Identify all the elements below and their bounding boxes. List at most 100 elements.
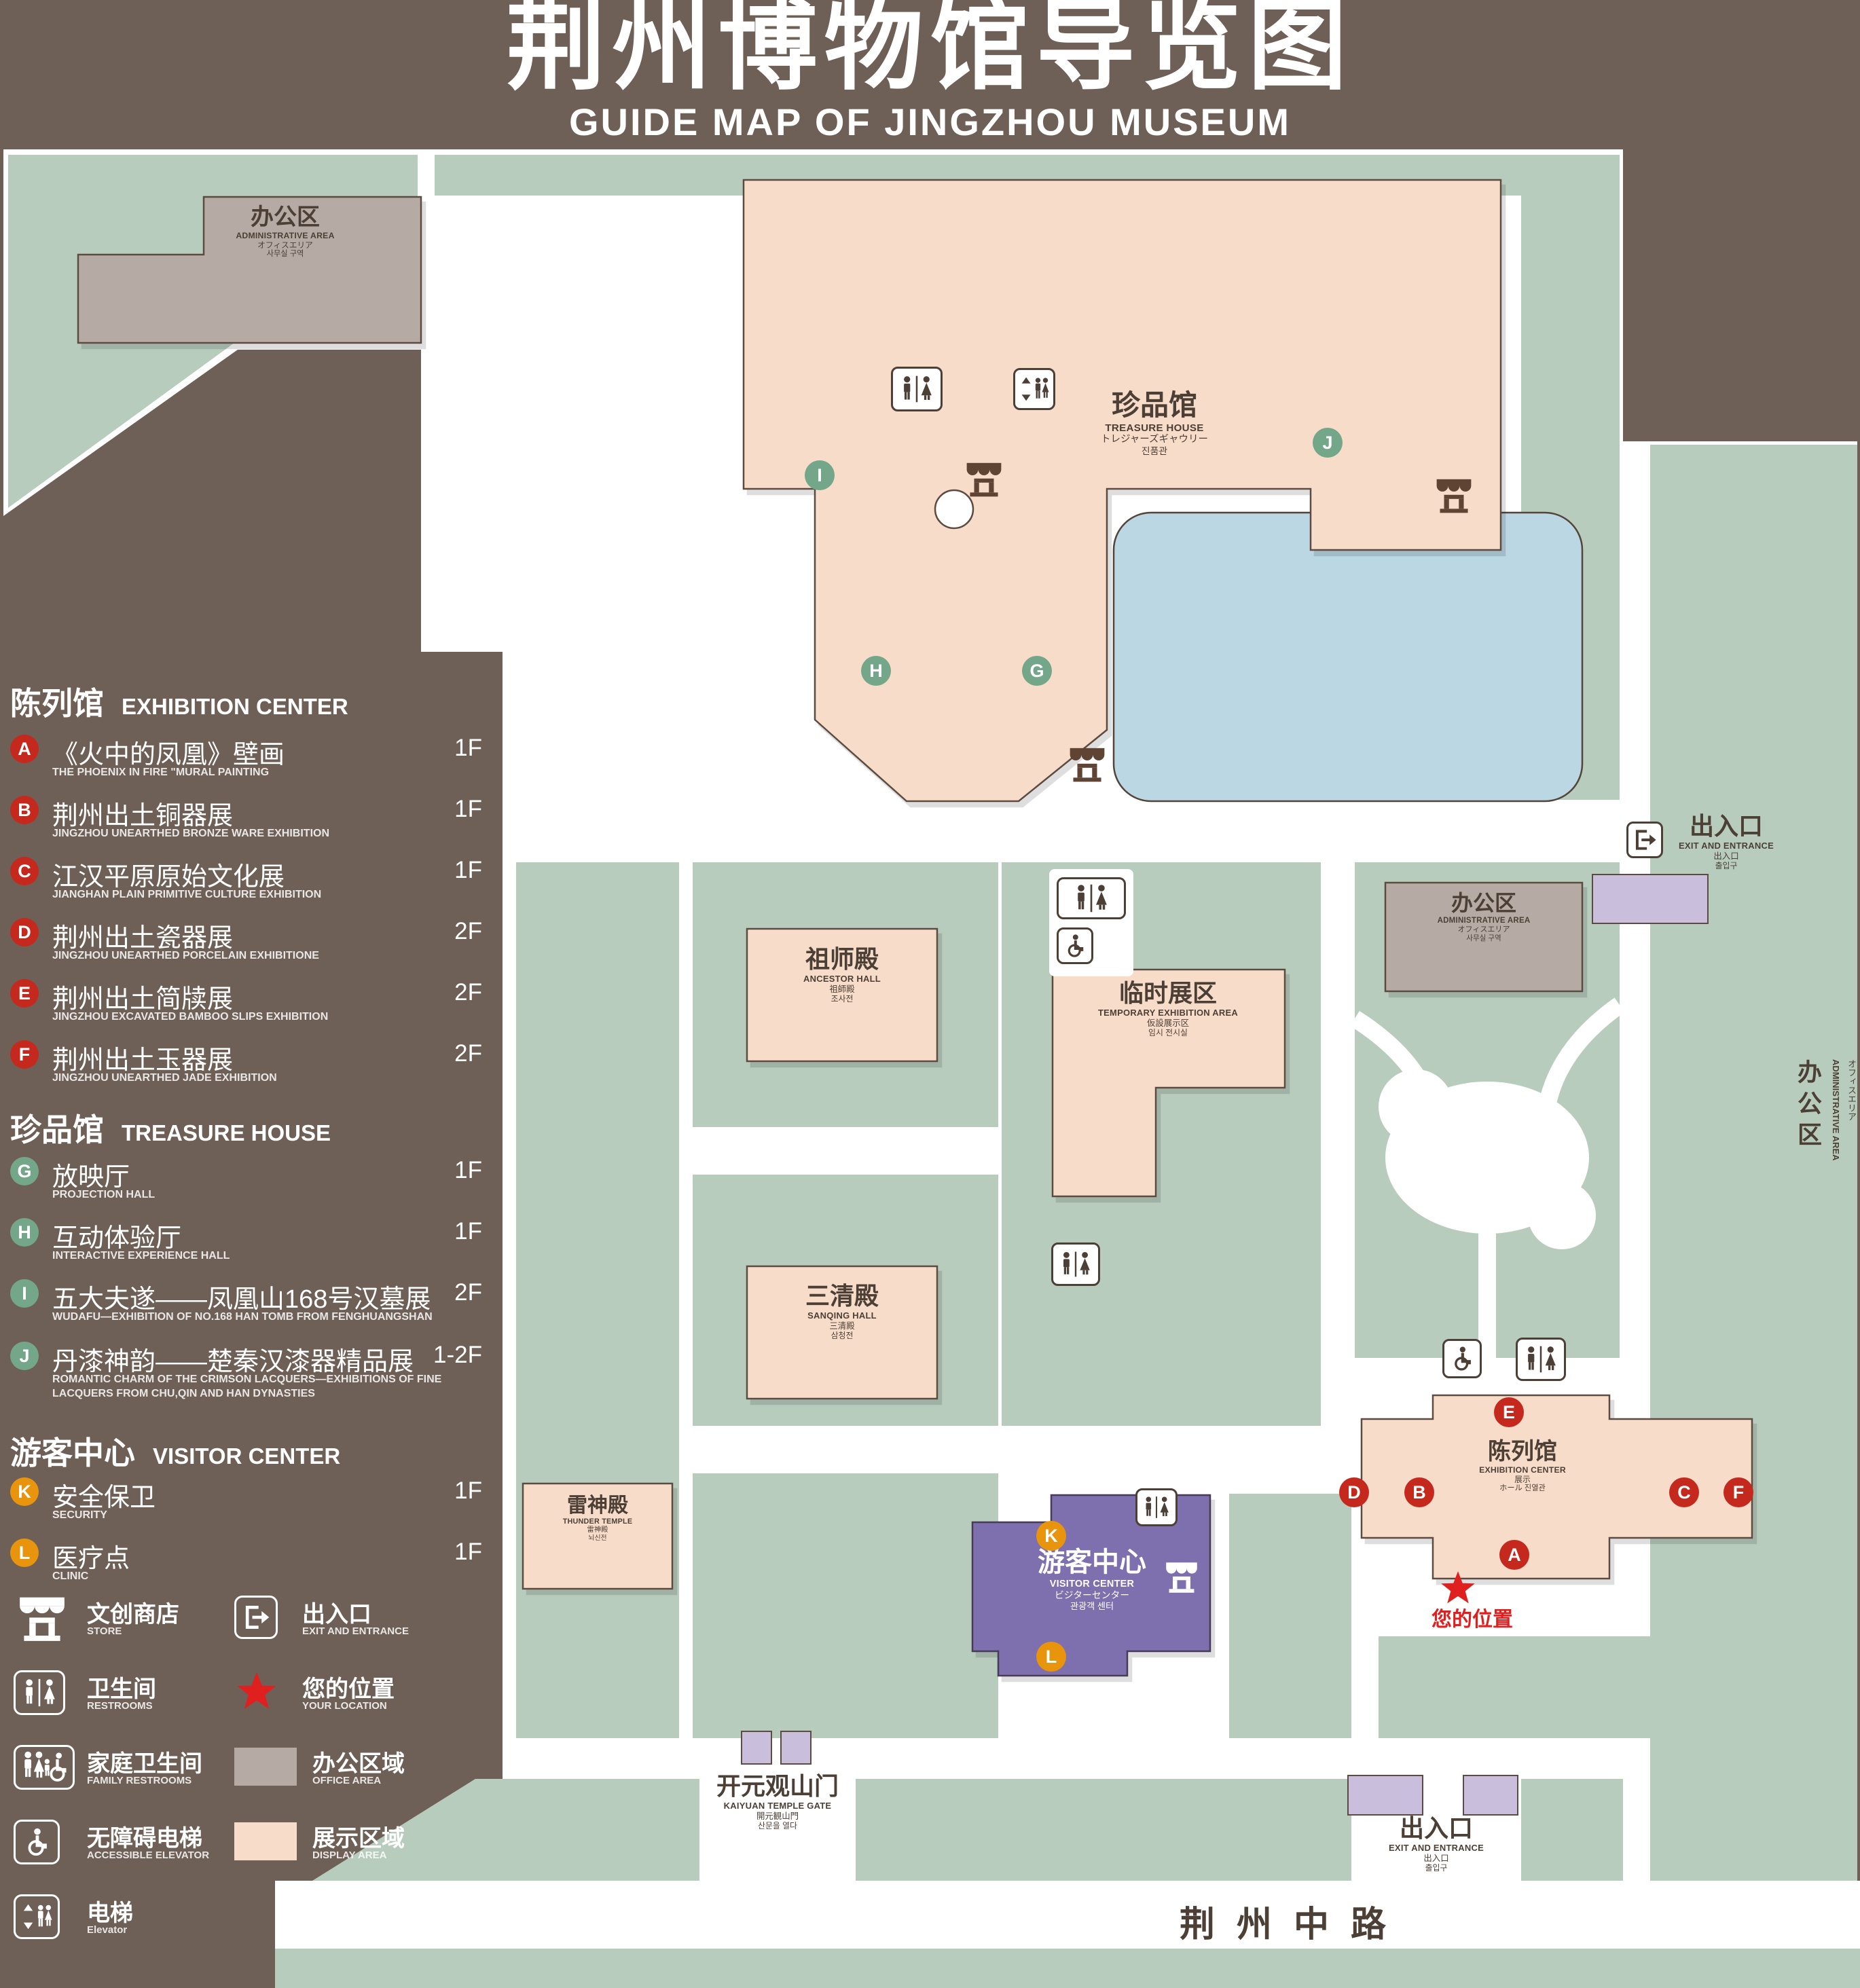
item-en: WUDAFU—EXHIBITION OF NO.168 HAN TOMB FRO…	[52, 1311, 433, 1323]
display-area-swatch	[234, 1822, 297, 1860]
map-marker-k: K	[1036, 1521, 1066, 1551]
map-marker-f: F	[1724, 1477, 1753, 1507]
label-sanqing-hall: 三清殿 SANQING HALL 三清殿 삼청전	[805, 1282, 879, 1341]
item-zh: 互动体验厅	[52, 1224, 182, 1253]
marker-g: G	[10, 1157, 39, 1185]
label-admin-east-vertical: 办公区 ADMINISTRATIVE AREA オフィスエリア 사무실 구역	[1794, 1059, 1857, 1161]
green-road-verge	[275, 1949, 1860, 1988]
marker-a: A	[10, 735, 39, 763]
item-zh: 荆州出土瓷器展	[52, 924, 234, 953]
legend-item-a: A 《火中的凤凰》壁画 1F THE PHOENIX IN FIRE "MURA…	[10, 735, 486, 792]
map-marker-j: J	[1313, 428, 1343, 458]
item-floor: 1F	[454, 857, 482, 883]
item-floor: 2F	[454, 1040, 482, 1067]
section-title-zh: 陈列馆	[10, 686, 104, 721]
store-icon	[1068, 746, 1107, 784]
item-floor: 2F	[454, 1279, 482, 1306]
office-area-swatch	[234, 1748, 297, 1786]
item-en: THE PHOENIX IN FIRE "MURAL PAINTING	[52, 767, 270, 778]
restroom-icon	[1057, 877, 1126, 919]
marker-k: K	[10, 1477, 39, 1506]
item-en: PROJECTION HALL	[52, 1189, 156, 1200]
item-floor: 1F	[454, 1157, 482, 1183]
label-treasure-house: 珍品馆 TREASURE HOUSE トレジャーズギャウリー 진품관	[1101, 389, 1208, 457]
map-marker-d: D	[1339, 1477, 1369, 1507]
thunder-temple-building	[522, 1482, 674, 1590]
label-visitor-center: 游客中心 VISITOR CENTER ビジターセンター 관광객 센터	[1038, 1547, 1146, 1612]
page-title: 荆州博物馆导览图 GUIDE MAP OF JINGZHOU MUSEUM	[0, 0, 1860, 144]
item-en: JINGZHOU UNEARTHED BRONZE WARE EXHIBITIO…	[52, 828, 330, 839]
legend-section-visitor-center: 游客中心 VISITOR CENTER	[10, 1429, 340, 1473]
store-icon	[16, 1594, 68, 1643]
marker-e: E	[10, 979, 39, 1008]
accessible-elevator-icon	[1442, 1339, 1482, 1378]
item-en: JINGZHOU UNEARTHED JADE EXHIBITION	[52, 1072, 277, 1084]
symbol-en: YOUR LOCATION	[302, 1700, 387, 1712]
store-icon	[964, 460, 1004, 498]
minor-buildings	[741, 874, 1709, 1816]
legend-item-e: E 荆州出土简牍展 2F JINGZHOU EXCAVATED BAMBOO S…	[10, 979, 486, 1036]
marker-i: I	[10, 1279, 39, 1308]
exhibition-center-building	[1360, 1394, 1753, 1580]
label-admin-central: 办公区 ADMINISTRATIVE AREA オフィスエリア 사무실 구역	[1437, 891, 1531, 943]
title-english: GUIDE MAP OF JINGZHOU MUSEUM	[568, 100, 1291, 143]
map-marker-i: I	[805, 460, 835, 490]
map-marker-g: G	[1022, 656, 1052, 686]
label-exit-east: 出入口 EXIT AND ENTRANCE 出入口 출입구	[1679, 812, 1774, 871]
legend-item-i: I 五大夫遂——凤凰山168号汉墓展 2F WUDAFU—EXHIBITION …	[10, 1279, 486, 1336]
label-ancestor-hall: 祖师殿 ANCESTOR HALL 祖師殿 조사전	[803, 945, 881, 1004]
item-floor: 1F	[454, 735, 482, 761]
marker-l: L	[10, 1539, 39, 1567]
map-marker-c: C	[1669, 1477, 1699, 1507]
section-title-en: VISITOR CENTER	[153, 1443, 341, 1469]
map-marker-h: H	[861, 656, 891, 686]
item-zh: 安全保卫	[52, 1484, 156, 1512]
item-en: JIANGHAN PLAIN PRIMITIVE CULTURE EXHIBIT…	[52, 889, 322, 900]
marker-b: B	[10, 796, 39, 824]
item-floor: 1-2F	[433, 1342, 482, 1368]
elevator-icon	[1013, 368, 1055, 410]
item-zh: 荆州出土玉器展	[52, 1046, 234, 1075]
symbol-zh: 展示区域	[312, 1826, 405, 1852]
office-buildings	[77, 196, 1584, 993]
restroom-icon	[1051, 1242, 1100, 1286]
legend-item-j: J 丹漆神韵——楚秦汉漆器精品展 1-2F ROMANTIC CHARM OF …	[10, 1342, 486, 1416]
marker-j: J	[10, 1342, 39, 1370]
your-location-label: 您的位置	[1432, 1608, 1513, 1631]
section-title-en: EXHIBITION CENTER	[122, 694, 348, 719]
item-zh: 五大夫遂——凤凰山168号汉墓展	[52, 1285, 431, 1314]
item-floor: 1F	[454, 1477, 482, 1504]
item-en: SECURITY	[52, 1509, 107, 1521]
item-zh: 江汉平原原始文化展	[52, 863, 285, 891]
map-marker-l: L	[1036, 1642, 1066, 1672]
label-kaiyuan-gate: 开元观山门 KAIYUAN TEMPLE GATE 開元観山門 산문을 열다	[716, 1772, 839, 1831]
item-en: INTERACTIVE EXPERIENCE HALL	[52, 1250, 230, 1262]
symbol-zh: 无障碍电梯	[87, 1826, 202, 1852]
section-title-zh: 游客中心	[10, 1435, 135, 1471]
marker-h: H	[10, 1218, 39, 1247]
section-title-zh: 珍品馆	[10, 1112, 104, 1147]
garden-pond	[1350, 997, 1625, 1358]
exit-icon	[234, 1596, 278, 1639]
location-star-icon	[236, 1670, 278, 1712]
map-marker-b: B	[1404, 1477, 1434, 1507]
exit-icon	[1626, 822, 1663, 858]
symbol-en: RESTROOMS	[87, 1700, 153, 1712]
symbol-en: EXIT AND ENTRANCE	[302, 1625, 409, 1637]
legend-item-f: F 荆州出土玉器展 2F JINGZHOU UNEARTHED JADE EXH…	[10, 1040, 486, 1097]
label-exit-south: 出入口 EXIT AND ENTRANCE 出入口 출입구	[1389, 1814, 1484, 1873]
display-buildings	[522, 179, 1753, 1590]
item-zh: 丹漆神韵——楚秦汉漆器精品展	[52, 1348, 414, 1376]
symbol-en: OFFICE AREA	[312, 1775, 382, 1786]
symbol-zh: 出入口	[302, 1602, 371, 1627]
lake	[1112, 511, 1584, 803]
sanqing-hall-building	[746, 1265, 938, 1400]
label-thunder-temple: 雷神殿 THUNDER TEMPLE 雷神殿 뇌신전	[562, 1494, 633, 1543]
item-floor: 2F	[454, 918, 482, 944]
legend-item-b: B 荆州出土铜器展 1F JINGZHOU UNEARTHED BRONZE W…	[10, 796, 486, 853]
ancestor-hall-building	[746, 927, 938, 1063]
restroom-icon	[1516, 1338, 1566, 1381]
admin-building-central	[1384, 881, 1584, 993]
symbol-zh: 卫生间	[87, 1676, 156, 1702]
item-zh: 放映厅	[52, 1163, 130, 1192]
